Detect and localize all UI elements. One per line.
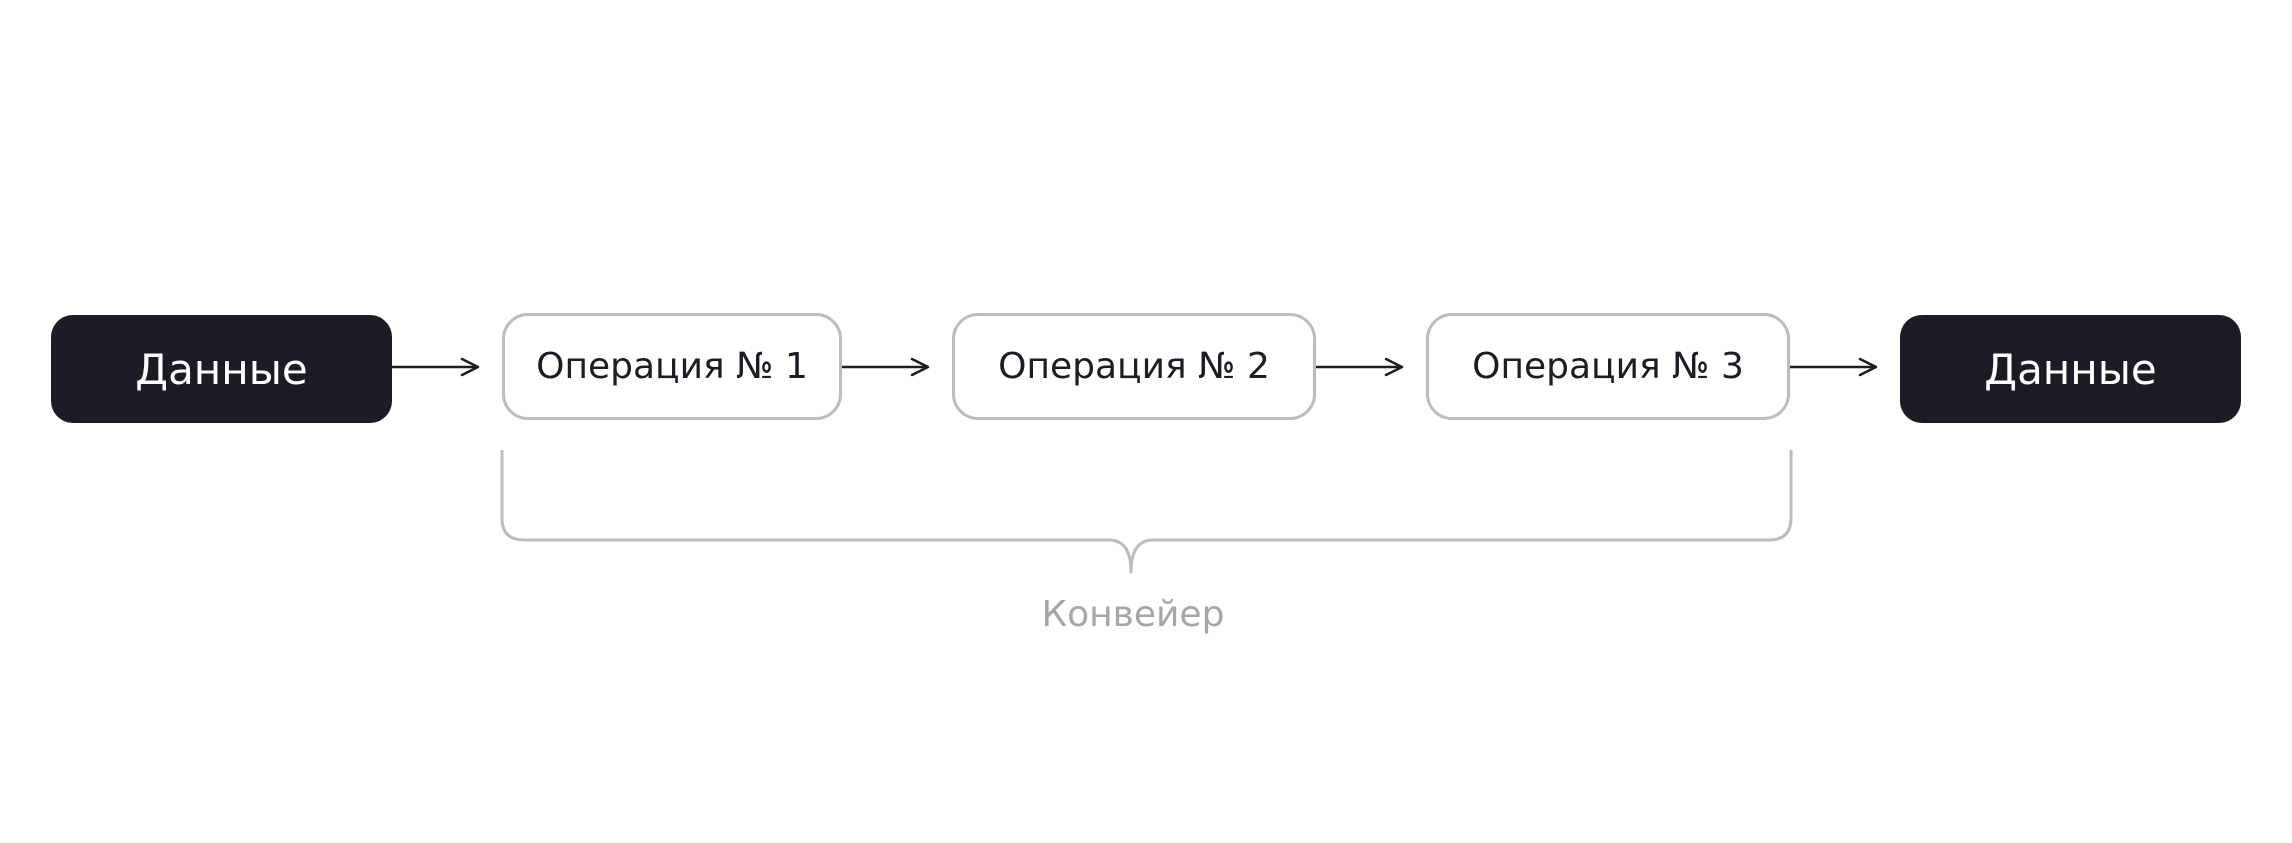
data-output-node: Данные — [1900, 315, 2241, 423]
operation-node-2: Операция № 2 — [952, 313, 1316, 420]
operation-node-3: Операция № 3 — [1426, 313, 1790, 420]
operation-label-2: Операция № 2 — [998, 346, 1270, 387]
pipeline-brace — [500, 450, 1793, 574]
data-input-node: Данные — [51, 315, 392, 423]
pipeline-caption: Конвейер — [1041, 594, 1225, 635]
data-input-label: Данные — [135, 344, 308, 394]
operation-label-3: Операция № 3 — [1472, 346, 1744, 387]
operation-label-1: Операция № 1 — [536, 346, 808, 387]
data-output-label: Данные — [1984, 344, 2157, 394]
operation-node-1: Операция № 1 — [502, 313, 842, 420]
